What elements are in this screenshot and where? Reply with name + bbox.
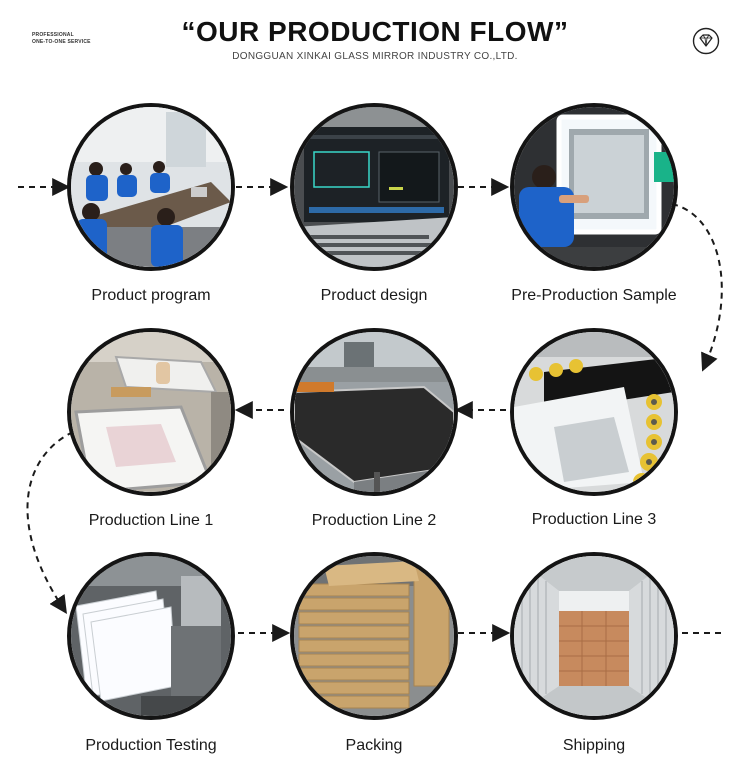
page-title: “OUR PRODUCTION FLOW”	[181, 16, 569, 47]
step-label: Production Line 3	[531, 511, 657, 528]
step-label: Production Testing	[85, 737, 217, 754]
step-pre-production-sample	[510, 103, 678, 271]
cutting-table-photo	[294, 332, 454, 492]
step-label: Production Line 1	[88, 512, 214, 529]
arrow-3-4	[671, 203, 723, 372]
company-name: DONGGUAN XINKAI GLASS MIRROR INDUSTRY CO…	[232, 51, 518, 62]
step-production-line-2	[290, 328, 458, 496]
step-label: Pre-Production Sample	[511, 287, 677, 304]
tagline-line-1: PROFESSIONAL	[32, 32, 74, 38]
step-label: Packing	[345, 737, 403, 754]
step-label: Product program	[91, 287, 211, 304]
step-label: Production Line 2	[311, 512, 437, 529]
diamond-icon	[692, 27, 720, 55]
cartons-photo	[294, 556, 454, 716]
step-label: Product design	[320, 287, 428, 304]
laptop-cad-photo	[294, 107, 454, 267]
step-production-line-3	[510, 328, 678, 496]
step-production-line-1	[67, 328, 235, 496]
step-product-program	[67, 103, 235, 271]
step-label: Shipping	[562, 737, 626, 754]
roller-conveyor-photo	[514, 332, 674, 492]
arrow-6-7	[26, 431, 74, 615]
mirror-sample-photo	[514, 107, 674, 267]
step-product-design	[290, 103, 458, 271]
assembly-table-photo	[71, 332, 231, 492]
step-shipping	[510, 552, 678, 720]
container-photo	[514, 556, 674, 716]
tagline: PROFESSIONAL ONE-TO-ONE SERVICE	[32, 32, 91, 46]
step-production-testing	[67, 552, 235, 720]
tagline-line-2: ONE-TO-ONE SERVICE	[32, 39, 91, 45]
meeting-room-photo	[71, 107, 231, 267]
step-packing	[290, 552, 458, 720]
lit-mirrors-photo	[71, 556, 231, 716]
